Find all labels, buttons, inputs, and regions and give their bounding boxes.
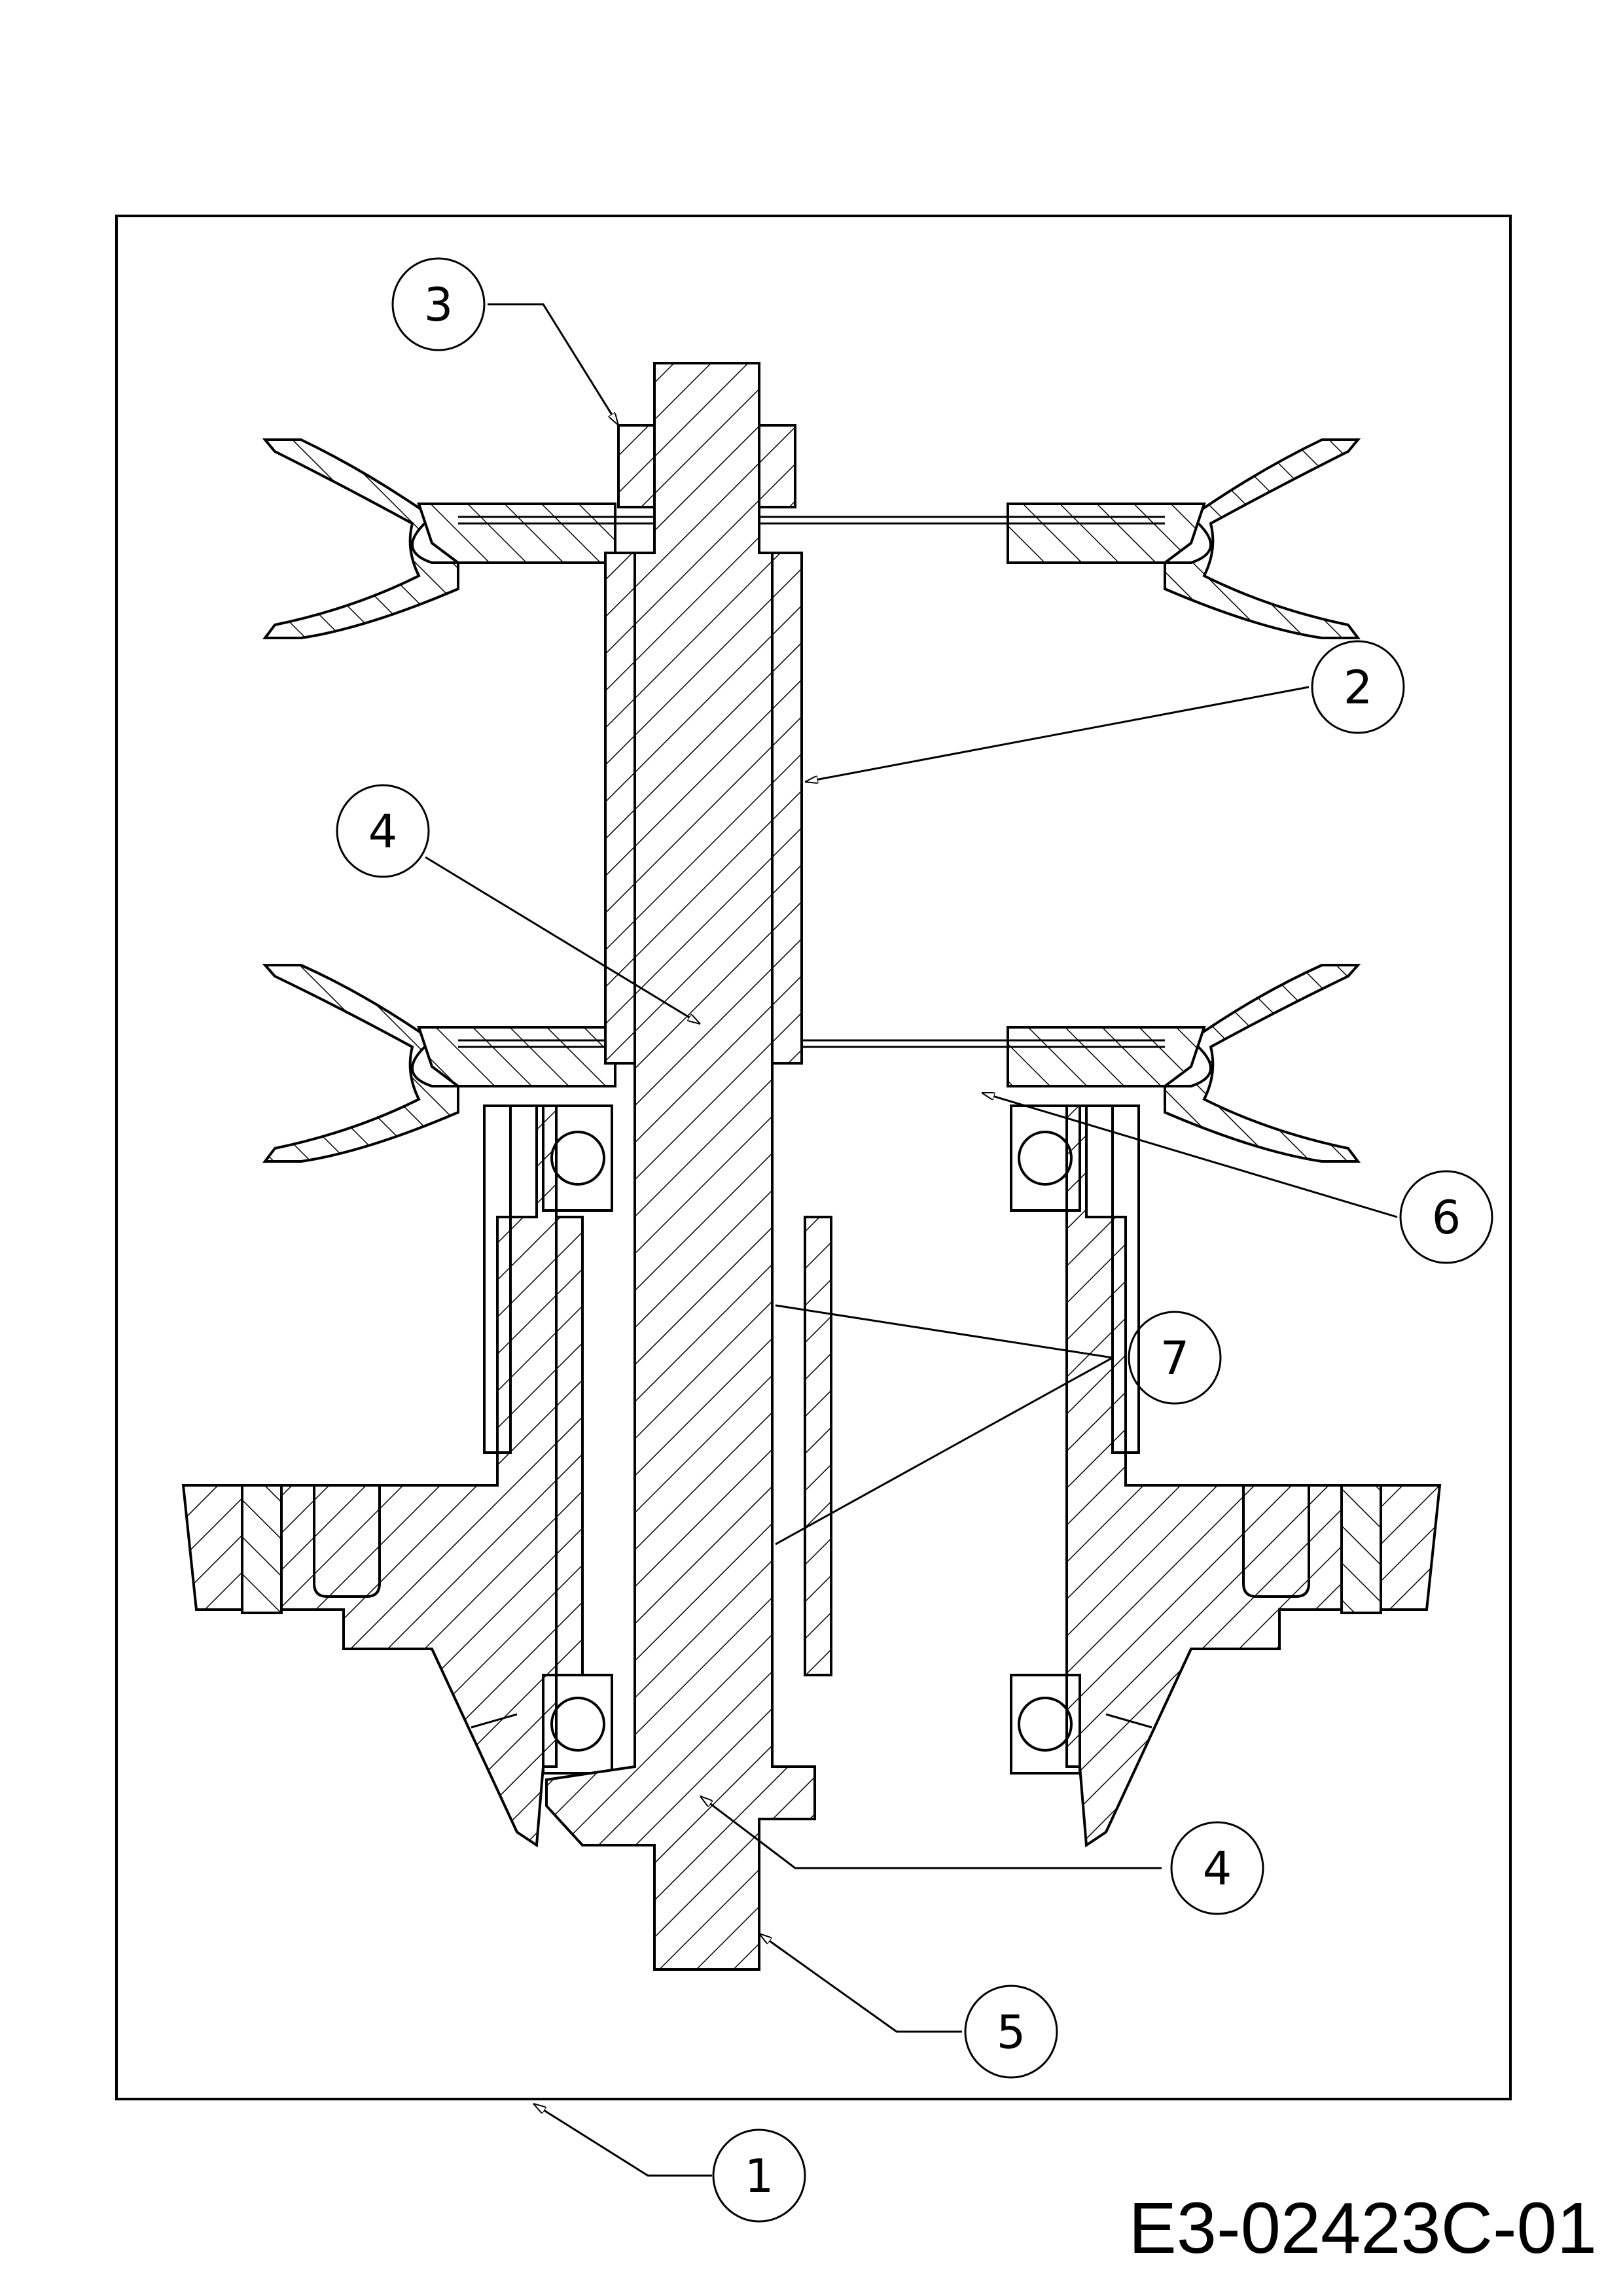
callout-4-upper: 4 bbox=[336, 784, 430, 878]
svg-text:1: 1 bbox=[745, 2149, 774, 2203]
callout-1: 1 bbox=[712, 2128, 806, 2223]
svg-text:3: 3 bbox=[424, 278, 454, 332]
callout-6: 6 bbox=[1399, 1170, 1493, 1264]
svg-text:7: 7 bbox=[1160, 1332, 1190, 1385]
leader-lines bbox=[425, 303, 1398, 2177]
spindle-housing bbox=[181, 1104, 1442, 1848]
drawing-number: E3-02423C-01 bbox=[1128, 2188, 1597, 2269]
drawing-frame bbox=[115, 215, 1512, 2100]
lower-pulley bbox=[262, 964, 1361, 1163]
callout-7: 7 bbox=[1128, 1311, 1222, 1405]
svg-text:4: 4 bbox=[368, 805, 398, 858]
bearings bbox=[542, 1104, 1081, 1775]
callout-4-lower: 4 bbox=[1170, 1821, 1264, 1915]
svg-text:6: 6 bbox=[1432, 1191, 1461, 1245]
top-nut bbox=[617, 424, 796, 508]
callout-2: 2 bbox=[1311, 640, 1405, 734]
svg-text:2: 2 bbox=[1344, 661, 1373, 715]
spacer-tubes bbox=[555, 552, 832, 1676]
callout-5: 5 bbox=[964, 1985, 1058, 2079]
svg-text:5: 5 bbox=[997, 2005, 1026, 2059]
callout-3: 3 bbox=[391, 257, 486, 351]
upper-pulley bbox=[262, 438, 1361, 639]
svg-text:4: 4 bbox=[1203, 1842, 1232, 1896]
